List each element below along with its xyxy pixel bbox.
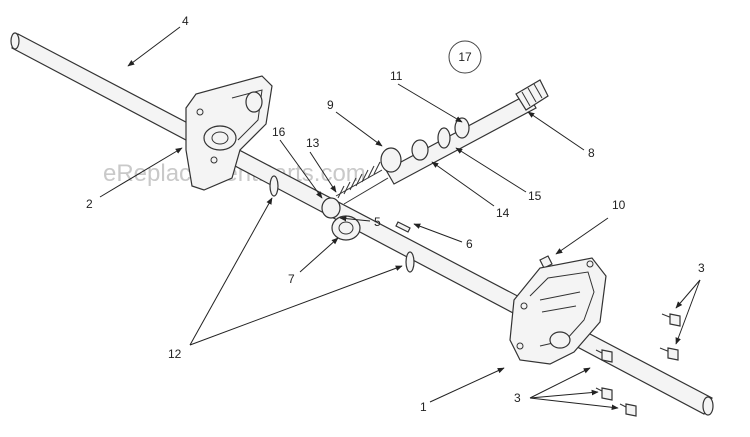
vent-plug (539, 255, 553, 269)
spring-coil (335, 161, 389, 205)
callout-6: 6 (466, 237, 473, 251)
thrust-collar (321, 197, 341, 219)
callout-11: 11 (390, 69, 403, 83)
washer-upper (269, 175, 279, 197)
group-label: 17 (458, 50, 472, 64)
bolt-2 (659, 347, 679, 361)
assembly-group-badge: 17 (448, 40, 482, 74)
callout-15: 15 (528, 189, 542, 203)
callout-10: 10 (612, 198, 626, 212)
roll-pin (395, 221, 411, 233)
callout-5: 5 (374, 215, 381, 229)
bolt-3 (595, 349, 613, 363)
callout-12: 12 (168, 347, 182, 361)
callout-1: 1 (420, 400, 427, 414)
leader-lines (99, 26, 701, 411)
bolt-4 (595, 387, 613, 401)
callout-7: 7 (288, 272, 295, 286)
callout-9: 9 (327, 98, 334, 112)
callout-16: 16 (272, 125, 286, 139)
washer-lower (405, 251, 415, 273)
right-gear-housing (509, 257, 607, 365)
callout-8: 8 (588, 146, 595, 160)
left-gear-housing (185, 75, 273, 191)
bolt-1 (661, 313, 681, 327)
input-shaft (380, 79, 549, 185)
callout-2: 2 (86, 197, 93, 211)
callout-14: 14 (496, 206, 510, 220)
callout-3-lower: 3 (514, 391, 521, 405)
callout-4: 4 (182, 14, 189, 28)
bolt-5 (619, 403, 637, 417)
callout-3-upper: 3 (698, 261, 705, 275)
callout-13: 13 (306, 136, 320, 150)
